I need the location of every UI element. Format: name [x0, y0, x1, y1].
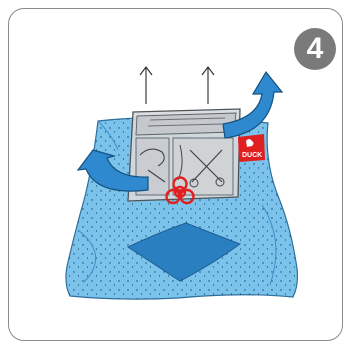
brand-tag: DUCK — [238, 134, 265, 162]
up-arrow-icon — [202, 67, 214, 104]
brand-label: DUCK — [242, 152, 262, 159]
up-arrow-icon — [140, 67, 152, 104]
step-number-badge: 4 — [294, 28, 336, 70]
curved-arrow-icon — [223, 72, 282, 138]
